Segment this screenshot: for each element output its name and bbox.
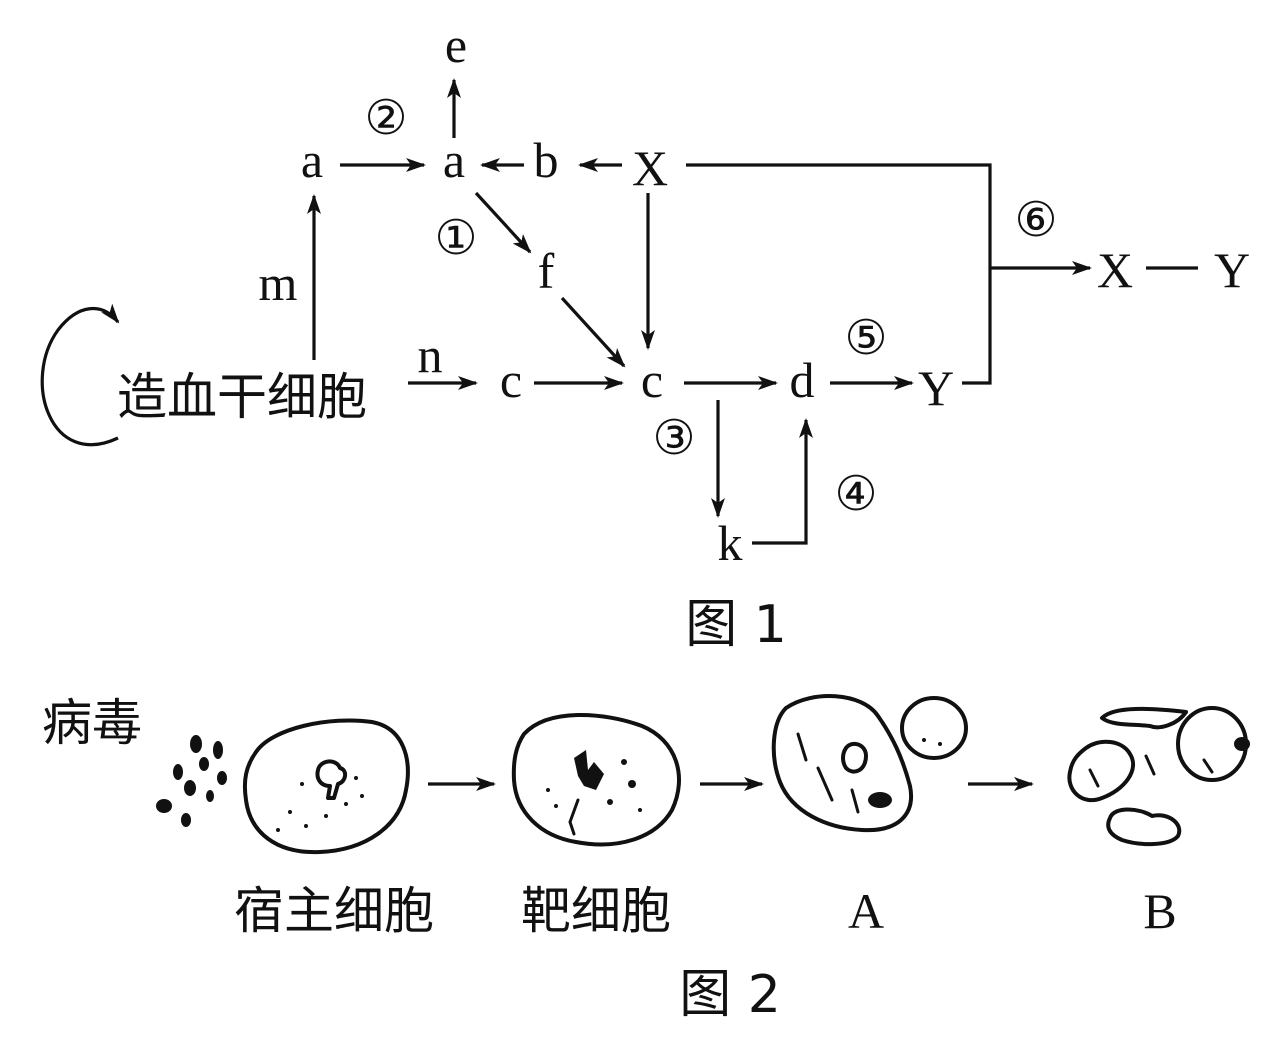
label-step-6: ⑥ — [1014, 192, 1057, 248]
host-cell-label: 宿主细胞 — [234, 882, 434, 940]
node-c-right: c — [641, 352, 663, 408]
label-step-2: ② — [364, 90, 407, 146]
arrow-a-to-f — [474, 191, 532, 254]
host-cell — [242, 718, 410, 855]
arrow-f-to-c — [560, 296, 626, 368]
node-b: b — [534, 132, 559, 188]
node-k: k — [718, 515, 743, 571]
figure-1-caption: 图 1 — [685, 595, 787, 655]
arrow-k-to-d — [752, 418, 813, 545]
figure-1: e a a b X f 造血干细胞 c c d Y k X Y m n ① ② … — [40, 17, 1250, 655]
node-y: Y — [918, 360, 954, 416]
target-cell — [511, 713, 681, 847]
label-m: m — [259, 255, 298, 311]
node-f: f — [538, 243, 555, 299]
virus-label: 病毒 — [42, 694, 142, 752]
cell-b — [1067, 706, 1250, 847]
self-renewal-loop-arrow — [40, 303, 120, 447]
node-a-right: a — [443, 132, 465, 188]
cell-a-label: A — [848, 883, 884, 939]
cell-a — [771, 694, 968, 833]
figure-2-caption: 图 2 — [679, 965, 781, 1025]
node-e: e — [445, 17, 467, 73]
node-complex-x: X — [1097, 242, 1133, 298]
node-d: d — [790, 352, 815, 408]
label-step-4: ④ — [834, 466, 877, 522]
target-cell-label: 靶细胞 — [521, 882, 671, 940]
node-stem-cell: 造血干细胞 — [117, 368, 367, 426]
node-c-left: c — [500, 352, 522, 408]
cell-b-label: B — [1143, 883, 1176, 939]
virus-particles — [156, 735, 227, 827]
figure-2: 病毒 宿主细胞 — [42, 694, 1250, 1025]
label-step-3: ③ — [652, 410, 695, 466]
node-x: X — [632, 140, 668, 196]
label-step-1: ① — [434, 210, 477, 266]
node-complex-y: Y — [1214, 242, 1250, 298]
label-n: n — [418, 327, 443, 383]
connector-y-line — [962, 266, 992, 385]
node-a-left: a — [301, 132, 323, 188]
connector-x-line — [686, 163, 992, 266]
label-step-5: ⑤ — [844, 310, 887, 366]
